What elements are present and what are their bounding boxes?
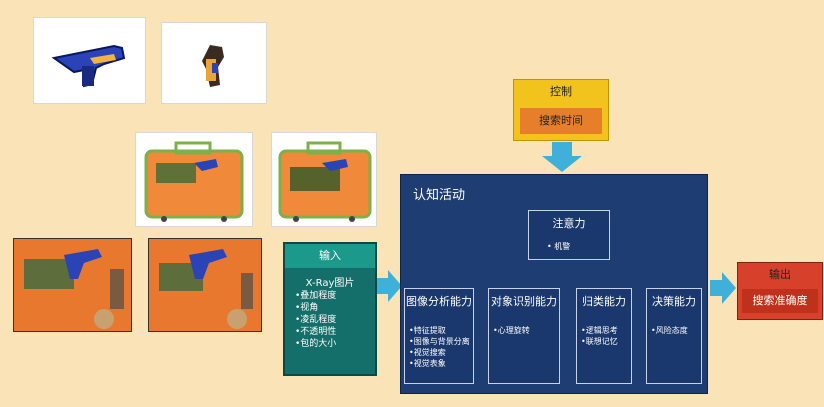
list-item: •不透明性 — [295, 327, 337, 337]
input-factor-list: •叠加程度 •视角 •凌乱程度 •不透明性 •包的大小 — [295, 290, 336, 350]
cognition-title: 认知活动 — [413, 188, 466, 203]
input-box: 输入 X-Ray图片 •叠加程度 •视角 •凌乱程度 •不透明性 •包的大小 — [283, 242, 377, 376]
capability-list: •特征提取 •图像与背景分离 •视觉搜索 •视觉表象 — [409, 325, 470, 369]
output-search-accuracy: 搜索准确度 — [742, 289, 818, 313]
capability-list: •逻辑思考 •联想记忆 — [581, 325, 618, 347]
output-right-arrow — [710, 272, 736, 304]
list-item: •逻辑思考 — [581, 326, 618, 335]
list-item: •包的大小 — [295, 339, 337, 349]
capability-title: 对象识别能力 — [491, 295, 557, 308]
list-item: •视角 — [295, 303, 319, 313]
xray-thumbnail-cluttered-1 — [13, 238, 132, 332]
attention-box: 注意力 • 机警 — [528, 210, 610, 260]
control-search-time: 搜索时间 — [520, 108, 602, 134]
attention-title: 注意力 — [552, 217, 586, 230]
list-item: •图像与背景分离 — [409, 337, 470, 346]
xray-thumbnail-bag-1 — [135, 132, 253, 227]
xray-thumbnail-bag-2 — [271, 132, 377, 227]
cluttered-bag-image — [149, 239, 261, 331]
list-item: •凌乱程度 — [295, 315, 337, 325]
xray-thumbnail-cluttered-2 — [148, 238, 262, 332]
gun-image — [51, 44, 126, 88]
capability-list: •风险态度 — [651, 325, 688, 336]
capability-object-recognition: 对象识别能力 •心理旋转 — [488, 288, 560, 384]
control-title: 控制 — [550, 85, 572, 98]
output-box: 输出 搜索准确度 — [737, 262, 823, 320]
bag-image — [144, 141, 244, 222]
input-right-arrow — [376, 270, 402, 302]
control-down-arrow — [542, 142, 582, 172]
list-item: •特征提取 — [409, 326, 446, 335]
capability-title: 决策能力 — [652, 295, 696, 308]
attention-item: • 机警 — [547, 242, 571, 251]
bag-image — [278, 141, 372, 222]
input-title: 输入 — [285, 244, 375, 268]
input-subtitle: X-Ray图片 — [305, 278, 355, 289]
capability-classification: 归类能力 •逻辑思考 •联想记忆 — [576, 288, 632, 384]
cluttered-bag-image — [14, 239, 131, 331]
list-item: •视觉表象 — [409, 359, 446, 368]
xray-thumbnail-gun-1 — [33, 17, 146, 104]
capability-decision: 决策能力 •风险态度 — [646, 288, 702, 384]
gun-image — [202, 45, 224, 87]
list-item: •风险态度 — [651, 326, 688, 335]
control-box: 控制 搜索时间 — [513, 79, 609, 141]
capability-list: •心理旋转 — [493, 325, 530, 336]
list-item: •叠加程度 — [295, 291, 337, 301]
output-title: 输出 — [769, 268, 791, 281]
xray-thumbnail-gun-2 — [161, 22, 267, 104]
list-item: •心理旋转 — [493, 326, 530, 335]
list-item: •视觉搜索 — [409, 348, 446, 357]
capability-image-analysis: 图像分析能力 •特征提取 •图像与背景分离 •视觉搜索 •视觉表象 — [404, 288, 474, 384]
capability-title: 归类能力 — [582, 295, 626, 308]
list-item: •联想记忆 — [581, 337, 618, 346]
capability-title: 图像分析能力 — [406, 295, 472, 308]
